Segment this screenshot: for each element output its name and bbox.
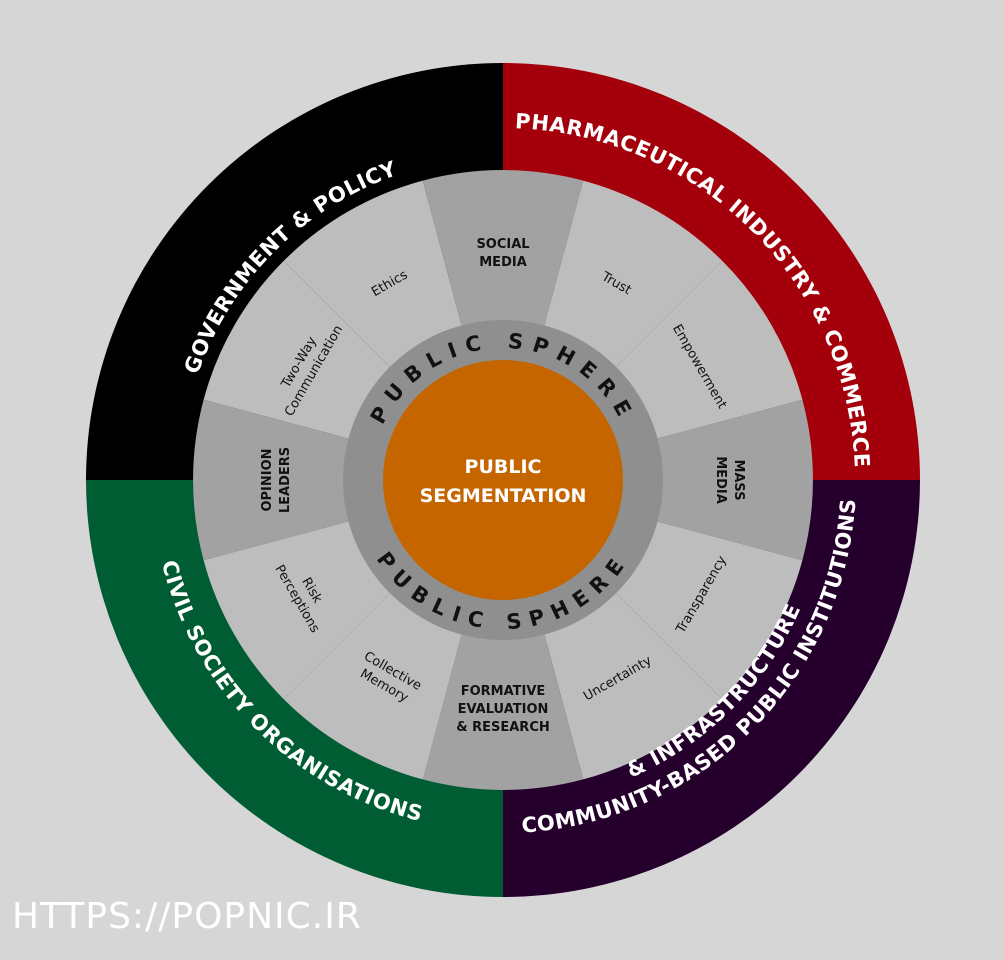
segment-label-line: FORMATIVE	[461, 684, 546, 699]
center-label-line1: PUBLIC	[465, 456, 542, 478]
segment-label-line: MEDIA	[479, 255, 527, 270]
center-label-line2: SEGMENTATION	[420, 485, 587, 507]
segment-label-6: FORMATIVE EVALUATION & RESEARCH	[456, 684, 550, 735]
segment-label-0: SOCIAL MEDIA	[476, 237, 529, 270]
segment-label-line: LEADERS	[278, 447, 293, 513]
segment-label-line: MEDIA	[713, 456, 728, 504]
segment-label-line: EVALUATION	[458, 702, 549, 717]
public-segmentation-core	[383, 360, 623, 600]
segment-label-line: OPINION	[260, 448, 275, 511]
segment-label-line: SOCIAL	[476, 237, 529, 252]
watermark: HTTPS://POPNIC.IR	[12, 896, 362, 937]
segment-label-line: MASS	[731, 459, 746, 500]
segment-label-line: & RESEARCH	[456, 720, 550, 735]
